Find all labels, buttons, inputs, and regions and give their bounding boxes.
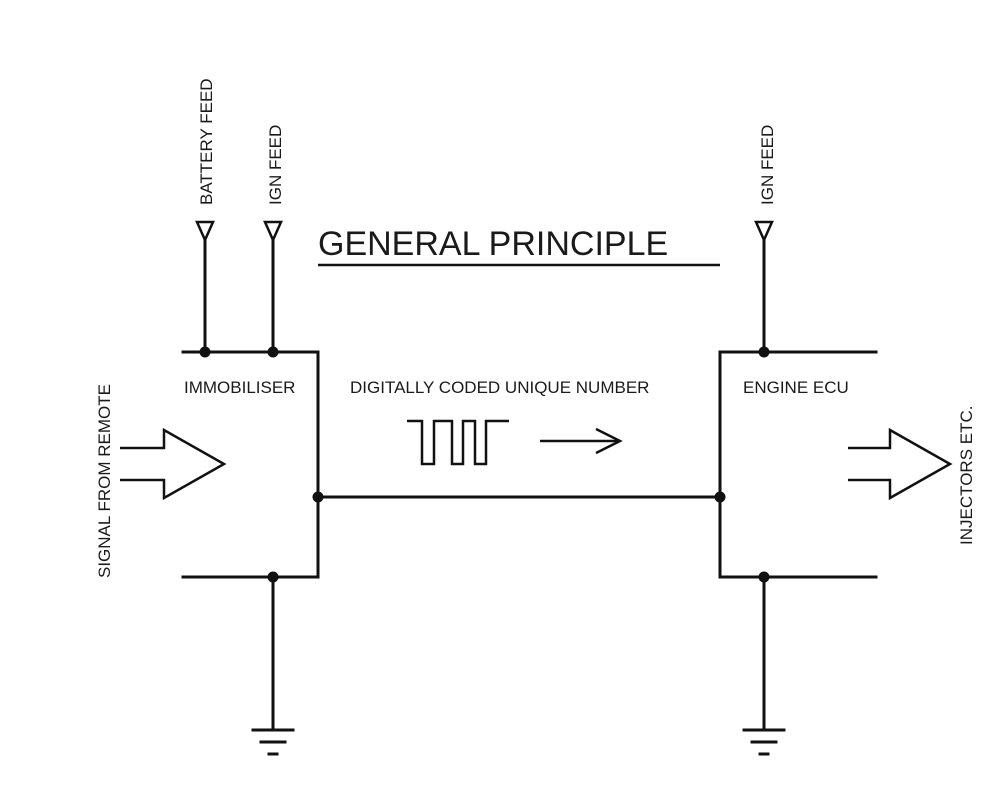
junction-dot	[199, 346, 211, 358]
immobiliser-label: IMMOBILISER	[184, 378, 295, 397]
digital-pulse-waveform-icon	[407, 419, 509, 466]
ign-feed-label-ecu: IGN FEED	[758, 125, 777, 205]
battery-feed-terminal	[195, 220, 215, 244]
output-arrow-icon	[848, 427, 953, 501]
immobiliser-block	[181, 350, 320, 579]
junction-dot	[312, 491, 324, 503]
ground-symbol-immobiliser	[251, 728, 295, 756]
ign-feed-terminal-immobiliser	[263, 220, 283, 244]
signal-description-label: DIGITALLY CODED UNIQUE NUMBER	[350, 378, 649, 397]
signal-from-remote-label: SIGNAL FROM REMOTE	[95, 384, 114, 578]
ground-symbol-ecu	[742, 728, 786, 756]
engine-ecu-label: ENGINE ECU	[743, 378, 849, 397]
direction-arrow-icon	[540, 427, 623, 455]
injectors-label: INJECTORS ETC.	[957, 406, 976, 545]
ign-feed-terminal-ecu	[754, 220, 774, 244]
junction-dot	[758, 571, 770, 583]
junction-dot	[267, 346, 279, 358]
diagram-title: GENERAL PRINCIPLE	[318, 225, 668, 263]
junction-dot	[267, 571, 279, 583]
input-arrow-icon	[120, 427, 227, 501]
junction-dot	[758, 346, 770, 358]
junction-dot	[714, 491, 726, 503]
battery-feed-label: BATTERY FEED	[197, 78, 216, 205]
ign-feed-label-immobiliser: IGN FEED	[266, 125, 285, 205]
engine-ecu-block	[718, 350, 878, 579]
